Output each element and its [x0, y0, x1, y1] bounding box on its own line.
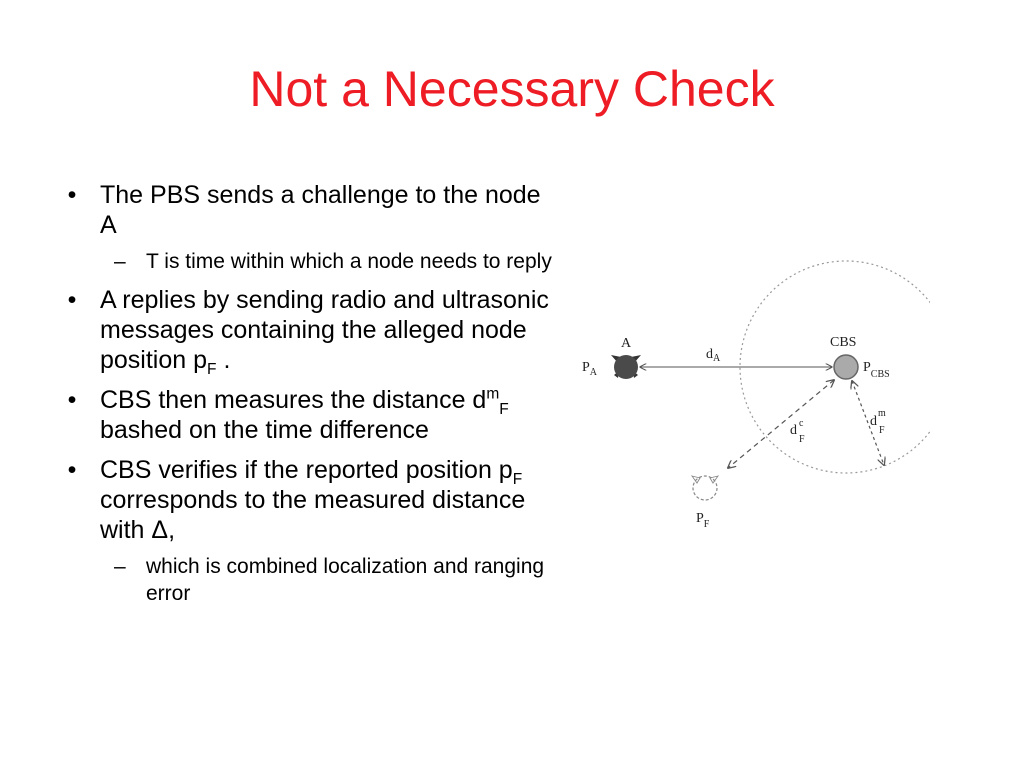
node-a-icon [611, 355, 641, 379]
node-a-label: A [621, 336, 632, 351]
sub-bullet-text: T is time within which a node needs to r… [146, 250, 552, 273]
slide-title: Not a Necessary Check [249, 61, 775, 117]
false-position-icon [690, 475, 720, 501]
distance-arrow-dfm [852, 381, 884, 465]
sub-bullet-dash: – [114, 250, 126, 273]
bullet-dot: • [67, 456, 77, 484]
range-circle [739, 260, 930, 474]
distance-arrow-dfc [728, 380, 834, 468]
bullet-text: The PBS sends a challenge to the node A [100, 181, 541, 239]
bullet-list: • The PBS sends a challenge to the node … [62, 180, 562, 617]
pf-label: PF [696, 511, 710, 530]
bullet-text: CBS then measures the distance d [100, 386, 487, 414]
dfc-label: d c F [790, 415, 807, 445]
bullet-text-tail: corresponds to the measured distance wit… [100, 486, 526, 544]
cbs-node-icon [833, 354, 859, 380]
bullet-item: • A replies by sending radio and ultraso… [62, 285, 562, 378]
bullet-text: CBS verifies if the reported position p [100, 456, 513, 484]
da-label: dA [706, 347, 721, 364]
sub-bullet-item: – T is time within which a node needs to… [62, 248, 562, 275]
dfm-label: d m F [870, 405, 889, 436]
bullet-text: A replies by sending radio and ultrasoni… [100, 286, 549, 374]
subscript: F [512, 471, 523, 488]
pa-label: PA [582, 360, 598, 378]
sub-bullet-dash: – [114, 555, 126, 578]
bullet-dot: • [67, 181, 77, 209]
ranging-diagram: A PA dA CBS PCBS d c F d m F PF [582, 260, 930, 530]
bullet-dot: • [67, 286, 77, 314]
pcbs-label: PCBS [863, 360, 890, 380]
sub-bullet-item: – which is combined localization and ran… [62, 553, 562, 607]
bullet-text-tail: bashed on the time difference [100, 416, 429, 444]
bullet-item: • CBS verifies if the reported position … [62, 455, 562, 545]
bullet-item: • CBS then measures the distance dmF bas… [62, 385, 562, 445]
bullet-dot: • [67, 386, 77, 414]
bullet-item: • The PBS sends a challenge to the node … [62, 180, 562, 240]
subscript: F [499, 401, 509, 418]
subscript: F [207, 361, 217, 378]
superscript: m [486, 385, 500, 403]
sub-bullet-text: which is combined localization and rangi… [146, 555, 545, 605]
bullet-text-tail: . [216, 346, 231, 374]
cbs-label: CBS [830, 335, 856, 350]
